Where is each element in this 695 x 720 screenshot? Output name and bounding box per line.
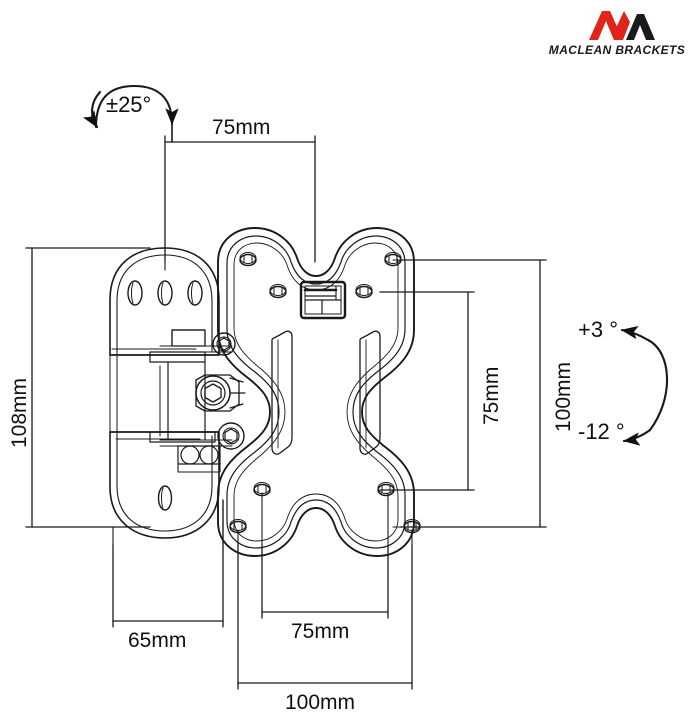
pivot-arm-assembly — [149, 329, 246, 473]
logo-mark-black-icon — [626, 14, 655, 40]
vesa-hole-top-right-inner — [355, 284, 373, 299]
dimension-top-75mm — [164, 135, 316, 263]
vesa-hole-top-left-outer — [239, 252, 257, 267]
dimension-label-top-75mm: 75mm — [212, 116, 271, 139]
dimension-label-right-100mm: 100mm — [552, 361, 575, 432]
extension-lines-bottom — [112, 492, 413, 546]
swivel-angle-label: ±25° — [106, 92, 152, 117]
logo-svg: MACLEAN BRACKETS — [549, 11, 685, 57]
dimension-label-bottom-100mm: 100mm — [285, 691, 356, 714]
lower-pivot-bolt-icon — [217, 422, 245, 450]
dimension-bottom-75mm — [261, 544, 389, 619]
plate-ribs — [271, 330, 381, 455]
logo-mark-red-stem-icon — [606, 11, 630, 40]
vesa-hole-bottom-right-inner — [377, 482, 395, 497]
maclean-brackets-logo: MACLEAN BRACKETS — [544, 8, 690, 58]
logo-wordmark: MACLEAN BRACKETS — [549, 43, 685, 57]
tilt-down-angle-label: -12 ° — [578, 419, 625, 444]
dimension-label-bottom-65mm: 65mm — [128, 629, 187, 652]
tilt-angle-arrow-icon — [620, 325, 669, 446]
vesa-mount-plate — [217, 227, 421, 557]
dimension-label-bottom-75mm: 75mm — [291, 620, 350, 643]
wall-plate-spine — [109, 351, 118, 437]
dimension-label-left-108mm: 108mm — [8, 377, 31, 448]
wall-plate-upper — [109, 247, 220, 356]
swivel-angle-arrow-icon — [82, 84, 179, 143]
dimension-right-75mm — [379, 291, 475, 491]
dimension-right-100mm — [399, 259, 547, 528]
vesa-hole-top-left-inner — [269, 284, 287, 299]
dimension-label-right-75mm: 75mm — [480, 366, 503, 425]
center-pivot-bolt-icon — [195, 374, 246, 412]
vesa-hole-top-right-outer — [384, 252, 402, 267]
tilt-up-angle-label: +3 ° — [578, 317, 618, 342]
product-label-icon — [299, 280, 347, 320]
dimension-bottom-100mm — [237, 544, 413, 690]
